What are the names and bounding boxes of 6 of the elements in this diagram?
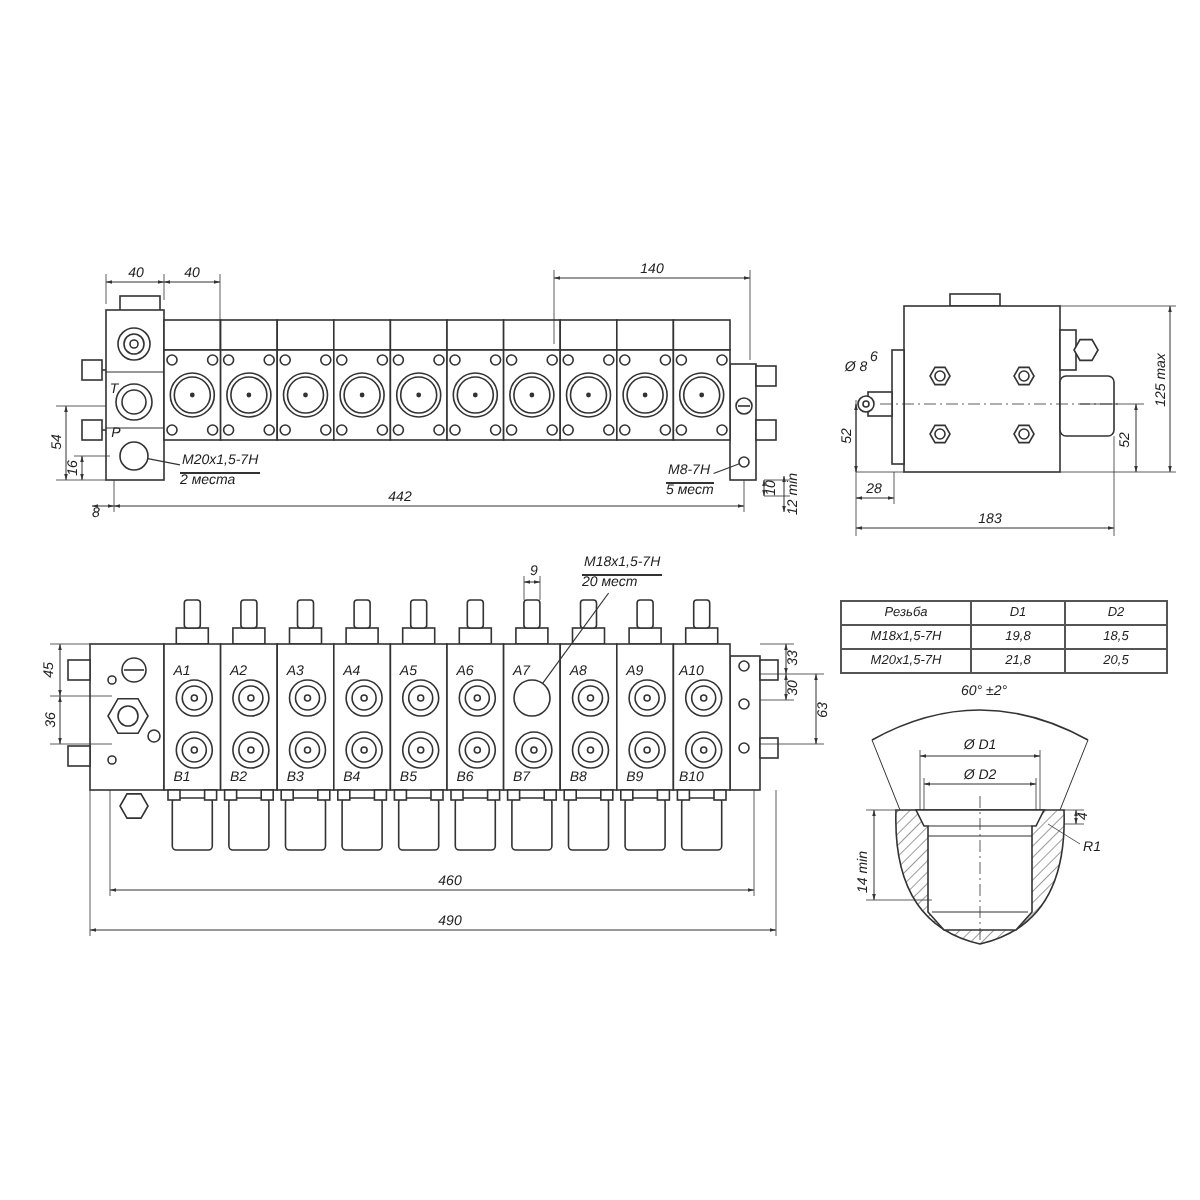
threaded-hole [738, 456, 750, 468]
leader-line [147, 458, 181, 466]
threaded-port [513, 679, 551, 717]
leader-line [542, 592, 610, 685]
leader-line [713, 463, 740, 475]
threaded-port [119, 441, 149, 471]
